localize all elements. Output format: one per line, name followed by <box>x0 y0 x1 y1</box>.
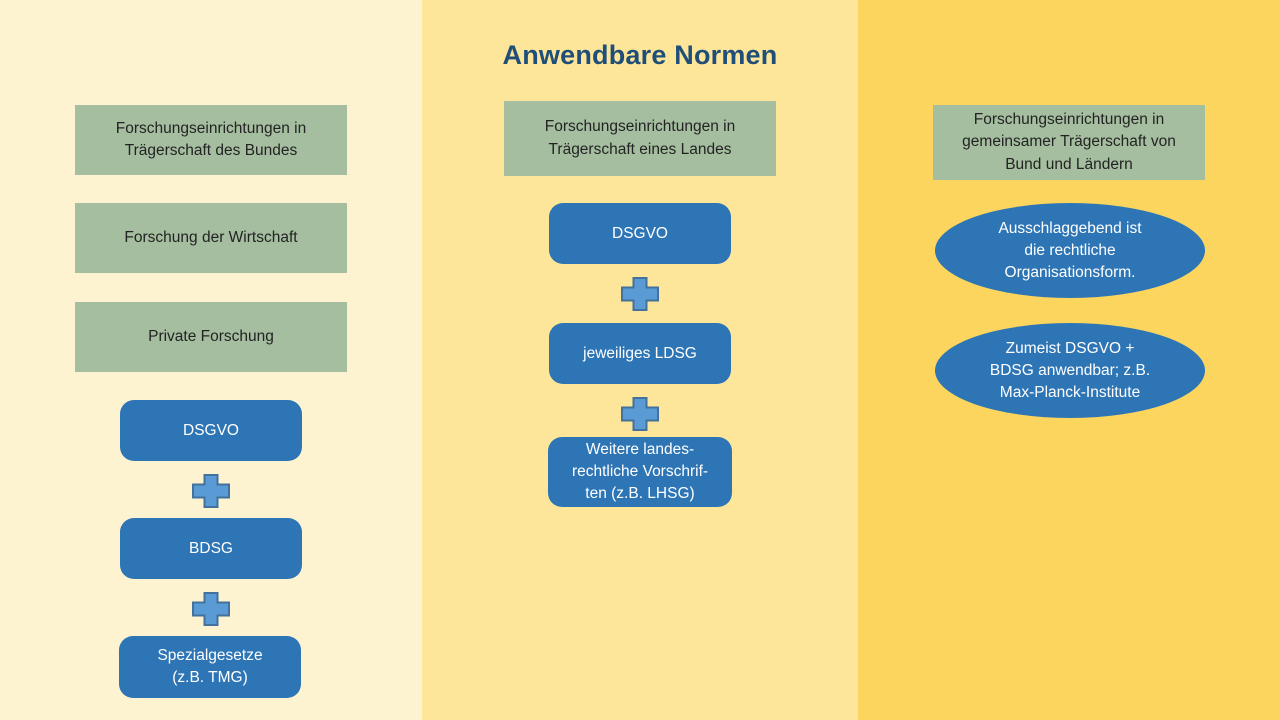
category-box-bund-traegerschaft: Forschungseinrichtungen in Trägerschaft … <box>75 105 347 175</box>
plus-icon <box>192 474 230 508</box>
page-title: Anwendbare Normen <box>502 40 778 70</box>
plus-icon <box>192 592 230 626</box>
law-box-dsgvo-bund: DSGVO <box>120 400 302 461</box>
category-box-forschung-wirtschaft: Forschung der Wirtschaft <box>75 203 347 273</box>
law-box-bdsg: BDSG <box>120 518 302 579</box>
plus-icon <box>621 277 659 311</box>
law-box-ldsg: jeweiliges LDSG <box>549 323 731 384</box>
law-box-weitere-vorschriften: Weitere landes- rechtliche Vorschrif- te… <box>548 437 732 507</box>
category-box-land-traegerschaft: Forschungseinrichtungen in Trägerschaft … <box>504 101 776 176</box>
law-box-spezialgesetze: Spezialgesetze (z.B. TMG) <box>119 636 301 698</box>
plus-icon <box>621 397 659 431</box>
law-box-dsgvo-land: DSGVO <box>549 203 731 264</box>
note-ellipse-organisationsform: Ausschlaggebend ist die rechtliche Organ… <box>935 203 1205 298</box>
category-box-private-forschung: Private Forschung <box>75 302 347 372</box>
category-box-gemeinsame-traegerschaft: Forschungseinrichtungen in gemeinsamer T… <box>933 105 1205 180</box>
note-ellipse-max-planck: Zumeist DSGVO + BDSG anwendbar; z.B. Max… <box>935 323 1205 418</box>
